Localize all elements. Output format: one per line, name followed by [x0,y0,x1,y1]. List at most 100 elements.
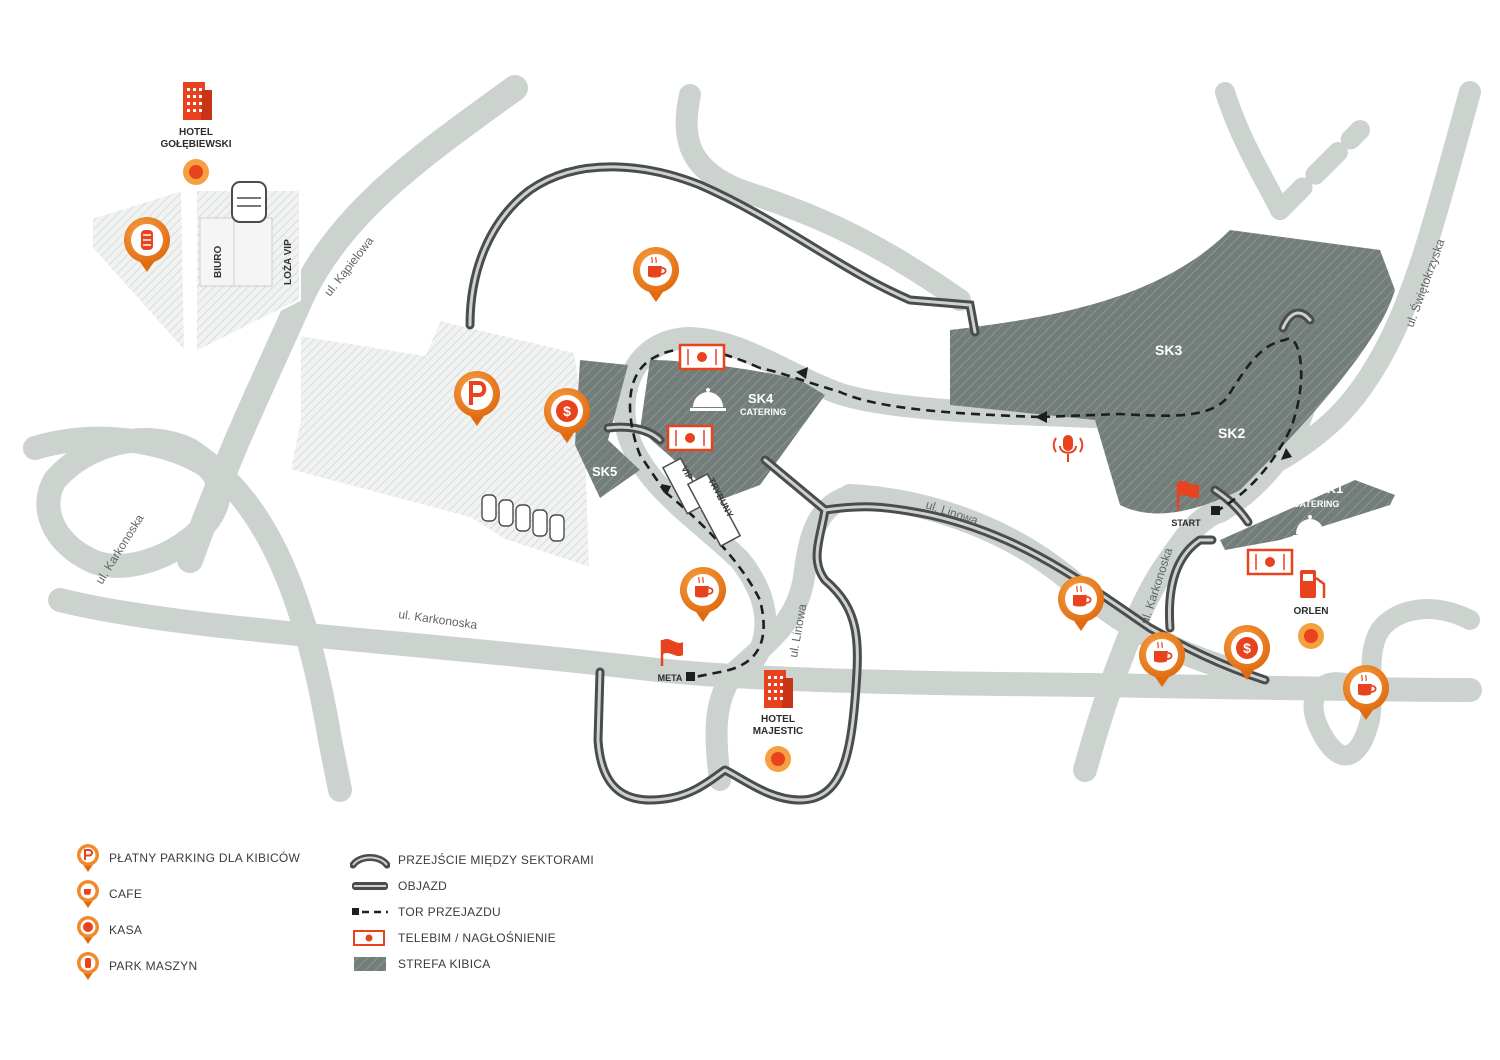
parking-lot-area [288,318,592,570]
objazd-lines [593,455,1270,805]
start-flag-icon [1176,481,1199,510]
svg-text:BIURO: BIURO [213,246,224,278]
hotel-golebiewski-dot [183,159,209,185]
street-karkonoska-mid: ul. Karkonoska [398,607,479,632]
tor-line-icon [352,908,388,915]
cafe-pin[interactable] [1139,632,1185,687]
legend-objazd: OBJAZD [350,873,447,899]
tire-icon [141,230,153,250]
label-sk2: SK2 [1218,425,1245,441]
label-sk4: SK4 [748,391,774,406]
sector-sk1 [1220,480,1395,550]
dollar-icon: $ [556,400,578,422]
cup-icon [1154,641,1173,663]
telebim-icon [1246,548,1294,576]
cup-icon [77,880,99,908]
microphone-icon [1052,435,1084,462]
road-top-arc [675,84,971,311]
sector-sk3-sk2 [950,230,1395,514]
orlen-dot [1298,623,1324,649]
parking-icon [469,381,487,405]
parking-icon [77,844,99,872]
cafe-pin[interactable] [680,567,726,622]
label-sk1: SK1 [1318,481,1343,496]
cafe-pin[interactable] [1343,665,1389,720]
cafe-pin[interactable] [1058,576,1104,631]
cup-icon [1073,585,1092,607]
legend-telebim: TELEBIM / NAGŁOŚNIENIE [350,925,556,951]
meta-flag-icon [660,639,683,666]
legend-parking-label: PŁATNY PARKING DLA KIBICÓW [109,851,301,865]
park-maszyn-pin[interactable] [124,217,170,272]
road-top-right-dashed [1270,120,1370,220]
svg-text:$: $ [1243,640,1251,656]
legend-kasa: KASA [75,916,143,944]
orlen-label: ORLEN [1294,606,1329,617]
telebim-icon [666,424,714,452]
hotel-golebiewski-line1: HOTEL [179,127,213,138]
legend-strefa: STREFA KIBICA [350,951,491,977]
dollar-icon [77,916,99,944]
legend-cafe: CAFE [75,880,143,908]
legend-park-maszyn-label: PARK MASZYN [109,959,198,973]
road-right-loop [1303,599,1480,766]
fuel-icon [1300,570,1326,598]
park-maszyn-area [91,188,187,355]
przejscie-lines [465,162,1315,527]
vehicle-icon [231,181,267,223]
svg-text:LOŻA VIP: LOŻA VIP [281,239,294,285]
legend-strefa-label: STREFA KIBICA [398,957,491,971]
strefa-swatch-icon [354,957,386,971]
kasa-pin[interactable]: $ [1224,625,1270,680]
hotel-majestic-line1: HOTEL [761,714,795,725]
legend-przejscie: PRZEJŚCIE MIĘDZY SEKTORAMI [350,847,594,873]
meta-marker [686,672,695,681]
map-pins: $ $ [124,217,1389,720]
meta-label: META [658,673,683,683]
sector-labels: SK3 SK2 SK1 CATERING SK4 CATERING SK5 [592,342,1343,509]
loza-vip-building: LOŻA VIP [233,217,294,287]
start-label: START [1171,518,1201,528]
hotel-majestic-line2: MAJESTIC [753,726,804,737]
start-marker [1211,506,1220,515]
kasa-pin[interactable]: $ [544,388,590,443]
map-legend: PŁATNY PARKING DLA KIBICÓW CAFE KASA PAR… [75,844,695,995]
road-swietokrzyska [1269,81,1481,471]
cafe-pin[interactable] [633,247,679,302]
hotel-golebiewski-line2: GOŁĘBIEWSKI [160,139,231,150]
hotel-majestic-dot [765,746,791,772]
catering-icon [1293,515,1327,538]
cup-icon [648,256,667,278]
parked-cars [481,494,565,542]
cup-icon [695,576,714,598]
hotel-icon [764,670,793,708]
label-sk3: SK3 [1155,342,1182,358]
biuro-building: BIURO [199,217,235,287]
road-karkonoska-left-loop [23,426,352,802]
legend-tor-label: TOR PRZEJAZDU [398,905,502,919]
telebim-icon [353,930,385,946]
tire-icon [77,952,99,980]
road-top-right [1215,82,1290,220]
legend-park-maszyn: PARK MASZYN [75,952,198,980]
hotel-icon [183,82,212,120]
label-sk4-catering: CATERING [740,407,786,417]
road-karkonoska-right [1073,500,1227,782]
legend-cafe-label: CAFE [109,887,143,901]
cup-icon [1358,674,1377,696]
label-sk1-catering: CATERING [1293,499,1339,509]
parking-pin[interactable] [454,371,500,426]
sector-sk4 [640,360,825,500]
label-sk5: SK5 [592,464,617,479]
legend-parking: PŁATNY PARKING DLA KIBICÓW [75,844,301,872]
dollar-icon: $ [1236,637,1258,659]
telebim-icon [678,343,726,371]
przejscie-line-icon [350,854,390,869]
legend-tor: TOR PRZEJAZDU [350,899,501,925]
legend-objazd-label: OBJAZD [398,879,448,893]
race-route-arrows [661,367,1292,495]
legend-przejscie-label: PRZEJŚCIE MIĘDZY SEKTORAMI [398,853,595,867]
legend-telebim-label: TELEBIM / NAGŁOŚNIENIE [398,931,556,945]
legend-kasa-label: KASA [109,923,143,937]
